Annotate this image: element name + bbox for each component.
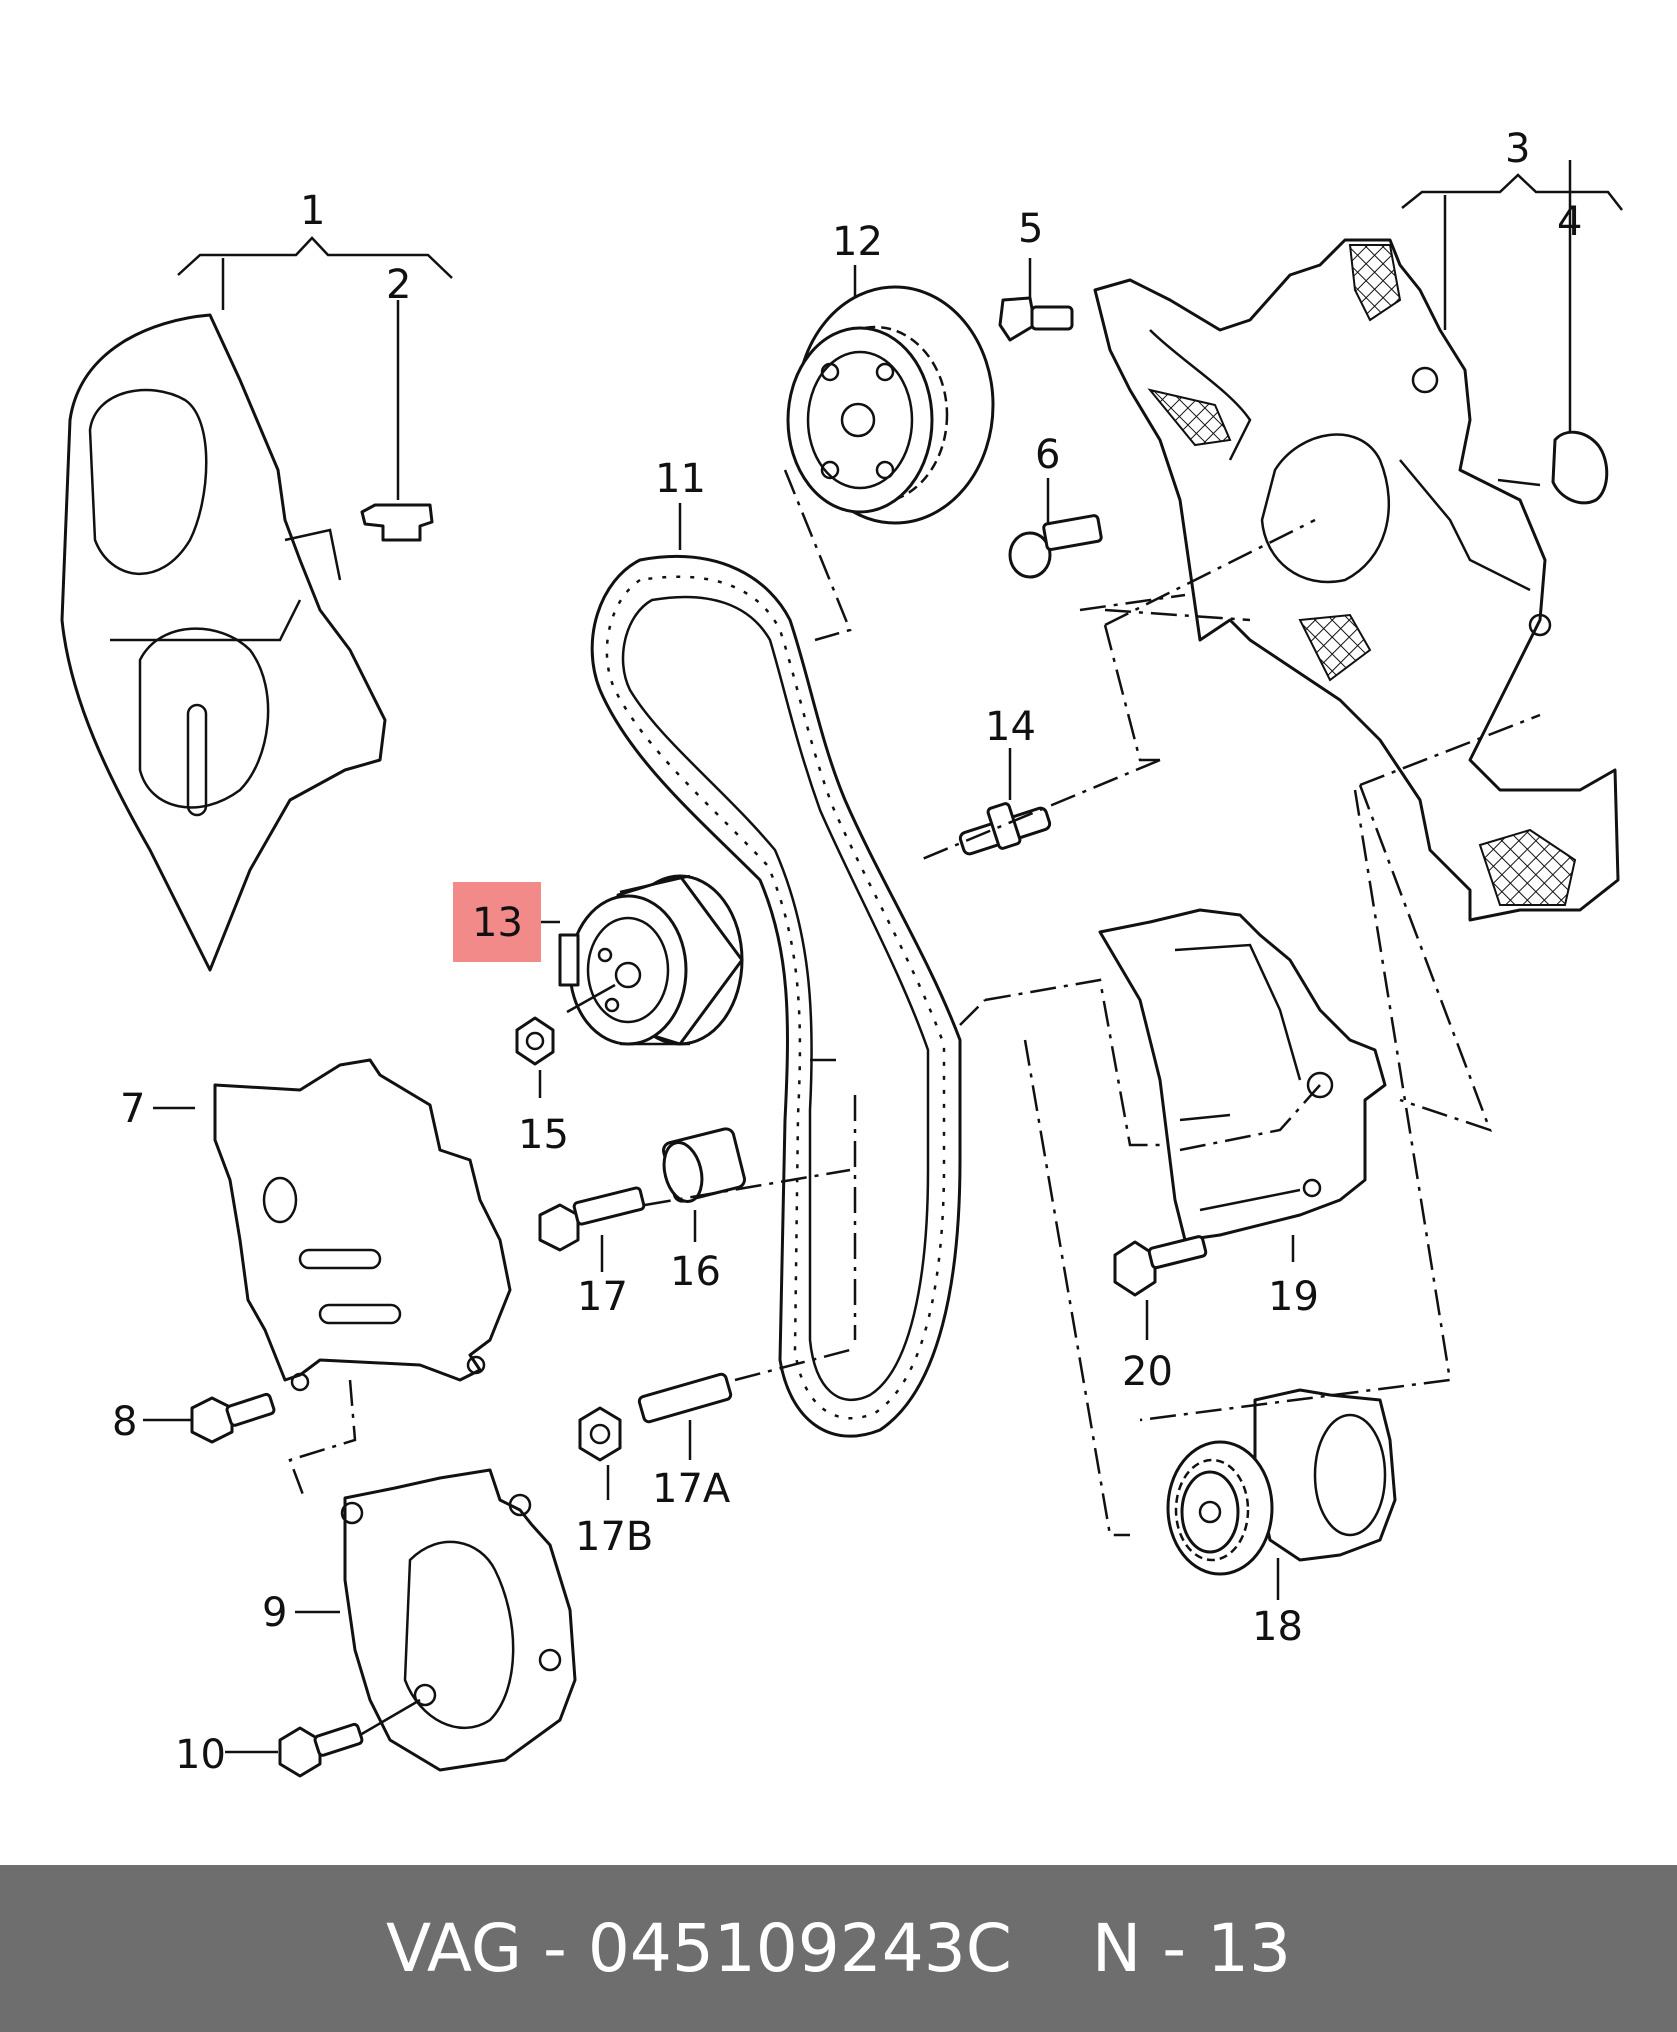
exploded-parts-diagram: 1 2 3 4 5 6 7 8 9 10 11 12 14 15 16 17 1…	[60, 126, 1623, 1778]
callout-18: 18	[1252, 1604, 1303, 1650]
callout-15: 15	[518, 1112, 569, 1158]
callout-8: 8	[112, 1399, 137, 1445]
cover-clip	[360, 300, 434, 542]
bolt-20	[1113, 1235, 1208, 1340]
callout-17B: 17B	[575, 1514, 653, 1560]
idler-roller	[662, 1127, 746, 1242]
bolt-6	[1008, 478, 1103, 579]
callout-12: 12	[832, 219, 883, 265]
callout-10: 10	[175, 1732, 226, 1778]
upper-timing-cover	[60, 236, 453, 972]
callout-2: 2	[386, 262, 411, 308]
lower-timing-cover	[295, 1468, 577, 1772]
callout-5: 5	[1018, 206, 1043, 252]
part-number-text: VAG - 045109243C	[386, 1910, 1012, 1987]
callout-7: 7	[120, 1086, 145, 1132]
coolant-pump	[1166, 1388, 1397, 1600]
callout-14: 14	[985, 704, 1036, 750]
nut-17B	[578, 1406, 622, 1500]
callout-13: 13	[472, 900, 523, 946]
cover-plug	[1551, 430, 1609, 505]
callout-17: 17	[577, 1274, 628, 1320]
callout-labels: 1 2 3 4 5 6 7 8 9 10 11 12 14 15 16 17 1…	[112, 126, 1582, 1778]
toothed-timing-belt	[590, 503, 962, 1438]
tensioning-roller	[558, 874, 744, 1046]
middle-timing-cover	[153, 1058, 512, 1392]
nut-15	[515, 983, 616, 1098]
highlight-box	[453, 882, 541, 962]
callout-20: 20	[1122, 1349, 1173, 1395]
callout-16: 16	[670, 1249, 721, 1295]
assembly-lines	[288, 469, 1541, 1537]
bolt-8	[143, 1392, 276, 1444]
part-number-footer: VAG - 045109243C N - 13	[0, 1865, 1677, 2032]
position-text: N - 13	[1091, 1910, 1291, 1987]
bolt-17	[538, 1186, 646, 1272]
callout-1: 1	[300, 188, 325, 234]
highlighted-callout-13: 13	[453, 882, 560, 962]
bolt-5	[998, 258, 1074, 342]
callout-17A: 17A	[652, 1466, 731, 1512]
stud-14	[958, 748, 1052, 856]
callout-9: 9	[262, 1590, 287, 1636]
rear-timing-cover	[1093, 160, 1623, 922]
bolt-10	[225, 1698, 421, 1778]
callout-11: 11	[655, 456, 706, 502]
callout-19: 19	[1268, 1274, 1319, 1320]
callout-3: 3	[1505, 126, 1530, 172]
callout-4: 4	[1557, 199, 1582, 245]
callout-6: 6	[1035, 432, 1060, 478]
stud-17A	[637, 1372, 733, 1460]
camshaft-sprocket	[786, 265, 995, 525]
tensioner-bracket	[1098, 908, 1387, 1262]
